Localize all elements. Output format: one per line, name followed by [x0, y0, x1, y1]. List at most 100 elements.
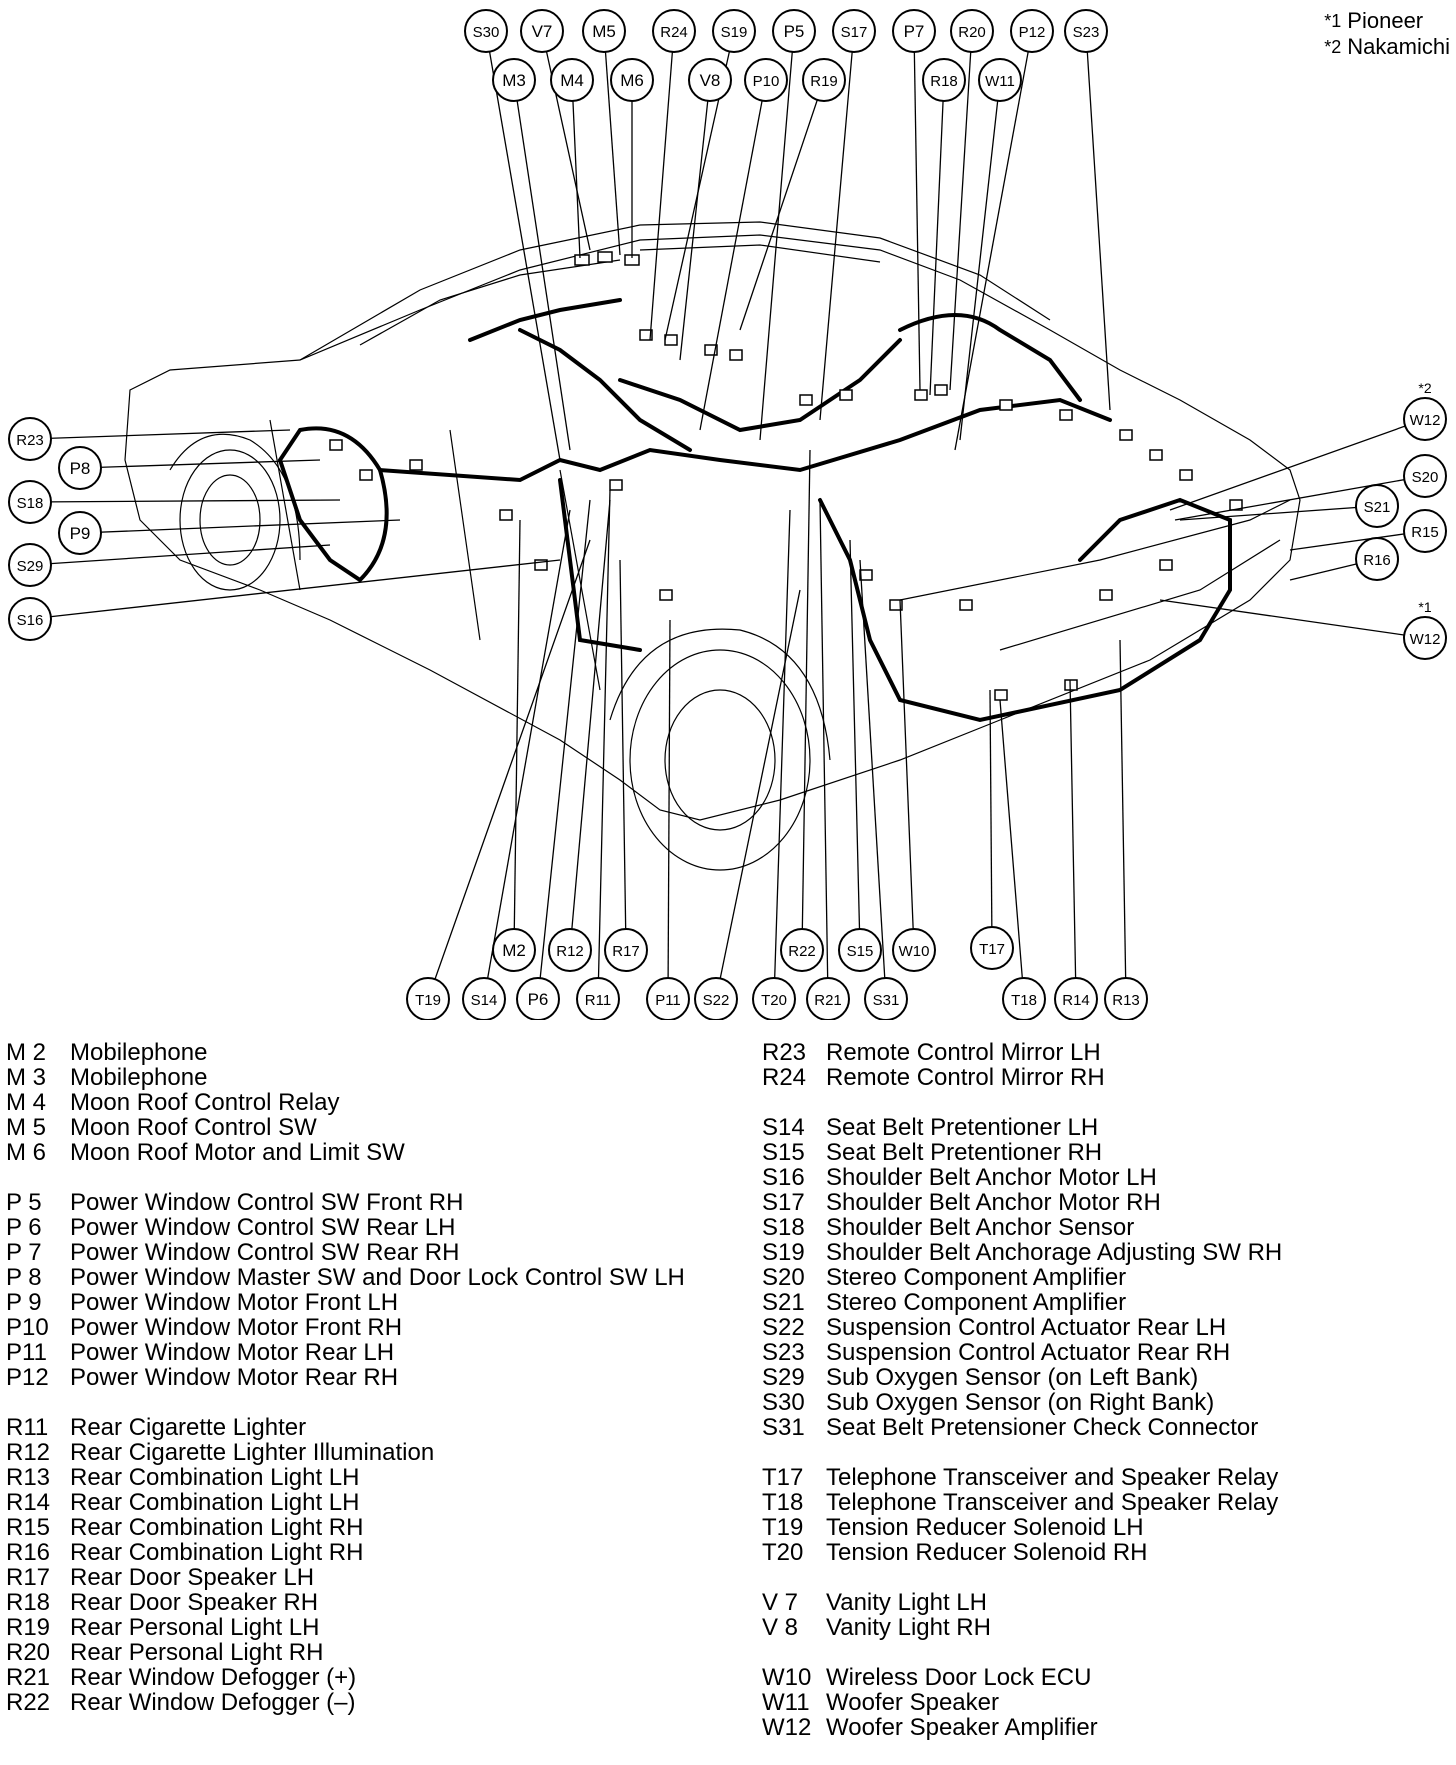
- callout-circle: [548, 928, 592, 972]
- leader-line-v7: [541, 30, 591, 251]
- legend-code: S31: [762, 1414, 805, 1441]
- notes-legend: *1 Pioneer *2 Nakamichi: [1324, 8, 1450, 60]
- callout-label: P5: [784, 22, 805, 41]
- legend-code: S18: [762, 1214, 805, 1241]
- callout-label: M5: [592, 22, 616, 41]
- leader-line-s16: [29, 559, 561, 620]
- legend-description: Rear Combination Light RH: [70, 1514, 364, 1541]
- legend-code: R11: [6, 1414, 49, 1441]
- callout-t20: T20: [752, 977, 796, 1020]
- note-mark: *2: [1324, 37, 1342, 57]
- callout-circle: [462, 977, 506, 1020]
- leader-line-p9: [79, 519, 401, 534]
- legend-description: Power Window Motor Rear RH: [70, 1364, 399, 1391]
- leader-line-s30: [485, 30, 561, 461]
- callout-label: S22: [703, 992, 730, 1009]
- callout-label: T20: [761, 992, 787, 1009]
- leader-line-s15: [849, 539, 861, 951]
- callout-label: R14: [1062, 992, 1090, 1009]
- legend-code: M 4: [6, 1089, 47, 1116]
- callout-r21: R21: [806, 977, 850, 1020]
- callout-t19: T19: [406, 977, 450, 1020]
- callout-w11: W11: [978, 58, 1022, 102]
- legend-description: Sub Oxygen Sensor (on Right Bank): [826, 1389, 1215, 1416]
- callout-circle: [832, 9, 876, 53]
- legend-code: R22: [6, 1689, 51, 1716]
- callout-p11: P11: [646, 977, 690, 1020]
- callout-p5: P5: [772, 9, 816, 53]
- legend-code: R16: [6, 1539, 51, 1566]
- legend-code: R23: [762, 1039, 807, 1066]
- legend-description: Tension Reducer Solenoid LH: [826, 1514, 1144, 1541]
- leader-line-w12: [1169, 418, 1426, 511]
- leader-line-t19: [427, 539, 591, 1000]
- legend-description: Sub Oxygen Sensor (on Left Bank): [826, 1364, 1199, 1391]
- legend-item: P12 Power Window Motor Rear RH: [6, 1365, 746, 1390]
- callout-s15: S15: [838, 928, 882, 972]
- callout-label: R11: [585, 992, 611, 1009]
- callout-label: W11: [985, 73, 1015, 90]
- callout-circle: [892, 928, 936, 972]
- callout-label: S19: [721, 24, 748, 41]
- callout-circle: [922, 58, 966, 102]
- legend-code: R21: [6, 1664, 51, 1691]
- legend-code: S17: [762, 1189, 805, 1216]
- leader-line-r22: [801, 449, 811, 951]
- callout-r16: R16: [1355, 537, 1399, 581]
- legend-code: P 5: [6, 1189, 42, 1216]
- callout-circle: [8, 417, 52, 461]
- callout-label: S29: [17, 558, 44, 575]
- callout-s16: S16: [8, 597, 52, 641]
- legend-code: R20: [6, 1639, 51, 1666]
- legend-code: P11: [6, 1339, 47, 1366]
- leader-line-s18: [29, 499, 341, 503]
- callout-circle: [464, 9, 508, 53]
- callout-r11: R11: [576, 977, 620, 1020]
- legend-description: Rear Window Defogger (+): [70, 1664, 357, 1691]
- legend-description: Power Window Control SW Rear RH: [70, 1239, 460, 1266]
- callout-circle: [752, 977, 796, 1020]
- legend-description: Rear Combination Light LH: [70, 1489, 360, 1516]
- leader-line-p5: [759, 30, 795, 441]
- leader-line-t18: [999, 699, 1025, 1000]
- callout-circle: [864, 977, 908, 1020]
- legend-code: P 7: [6, 1239, 42, 1266]
- callout-circle: [520, 9, 564, 53]
- callout-v7: V7: [520, 9, 564, 53]
- leader-line-s21: [1179, 505, 1378, 521]
- legend-code: P12: [6, 1364, 49, 1391]
- legend-code: T18: [762, 1489, 804, 1516]
- callout-circle: [516, 977, 560, 1020]
- callout-p6: P6: [516, 977, 560, 1020]
- leader-line-r13: [1119, 639, 1127, 1000]
- legend-description: Rear Cigarette Lighter Illumination: [70, 1439, 435, 1466]
- callout-m3: M3: [492, 58, 536, 102]
- callout-s14: S14: [462, 977, 506, 1020]
- callout-label: R24: [660, 24, 688, 41]
- callout-circle: [694, 977, 738, 1020]
- callout-label: R13: [1112, 992, 1140, 1009]
- callout-circle: [1403, 509, 1447, 553]
- callout-label: W12: [1410, 412, 1441, 429]
- legend-description: Tension Reducer Solenoid RH: [826, 1539, 1148, 1566]
- callout-circle: [772, 9, 816, 53]
- callout-label: P9: [70, 524, 91, 543]
- leader-line-t20: [773, 509, 791, 1000]
